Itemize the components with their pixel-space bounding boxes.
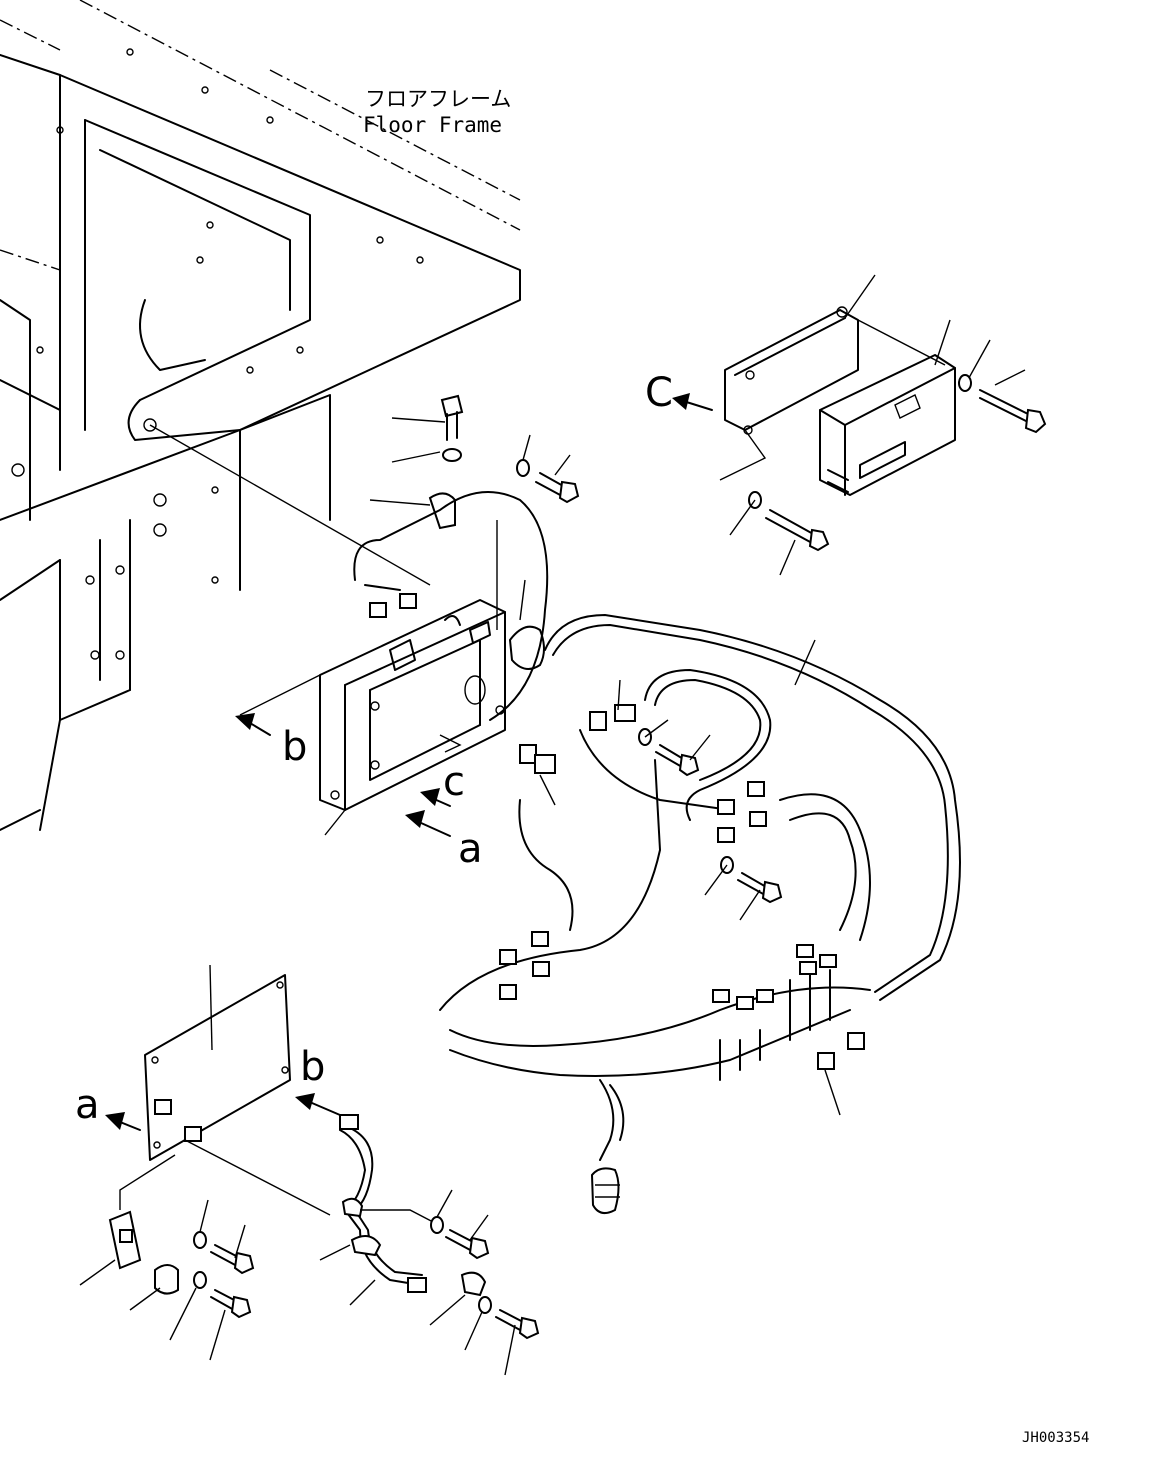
view-arrow-label-b-panel: b bbox=[300, 1044, 325, 1090]
connector-icon bbox=[799, 961, 817, 975]
washer-icon bbox=[478, 1296, 492, 1314]
connector-icon bbox=[499, 949, 517, 965]
connector-icon bbox=[717, 827, 735, 843]
connector-icon bbox=[717, 799, 735, 815]
connector-icon bbox=[154, 1099, 172, 1115]
controller-unit bbox=[724, 306, 956, 496]
connector-icon bbox=[614, 704, 636, 722]
bolt-icon bbox=[445, 1229, 490, 1260]
wire-harness bbox=[439, 614, 961, 1161]
clamp-icon bbox=[350, 1235, 382, 1257]
bolt-icon bbox=[210, 1244, 255, 1275]
connector-icon bbox=[499, 984, 517, 1000]
washer-icon bbox=[193, 1271, 207, 1289]
view-arrow-label-c: C bbox=[645, 370, 673, 416]
connector-icon bbox=[819, 954, 837, 968]
connector-icon bbox=[796, 944, 814, 958]
washer-icon bbox=[958, 374, 972, 392]
bolt-icon bbox=[440, 394, 464, 441]
washer-icon bbox=[516, 459, 530, 477]
view-arrow-label-c-lower: c bbox=[443, 759, 465, 805]
connector-icon bbox=[407, 1277, 427, 1293]
connector-icon bbox=[369, 602, 387, 618]
connector-icon bbox=[339, 1114, 359, 1130]
cover-panel bbox=[144, 974, 291, 1161]
clamp-icon bbox=[428, 492, 456, 530]
view-arrow-label-a: a bbox=[458, 826, 483, 872]
connector-icon bbox=[119, 1229, 133, 1243]
relay-box bbox=[319, 599, 506, 811]
connector-icon bbox=[534, 754, 556, 774]
connector-icon bbox=[399, 593, 417, 609]
harness-connectors bbox=[499, 704, 865, 1070]
bolt-icon bbox=[535, 472, 580, 504]
connector-icon bbox=[531, 931, 549, 947]
bolt-icon bbox=[765, 509, 830, 552]
washer-icon bbox=[442, 448, 462, 462]
connector-icon bbox=[817, 1052, 835, 1070]
connector-icon bbox=[712, 989, 730, 1003]
connector-icon bbox=[532, 961, 550, 977]
connector-icon bbox=[589, 711, 607, 731]
floor-frame-label-en: Floor Frame bbox=[363, 113, 502, 137]
connector-icon bbox=[747, 781, 765, 797]
clamp-icon bbox=[341, 1197, 364, 1218]
bolt-icon bbox=[979, 389, 1047, 434]
connector-icon bbox=[756, 989, 774, 1003]
connector-icon bbox=[847, 1032, 865, 1050]
clamp-icon bbox=[460, 1271, 487, 1297]
connector-icon bbox=[184, 1126, 202, 1142]
clamp-icon bbox=[154, 1264, 179, 1295]
view-arrow-label-a-panel: a bbox=[75, 1082, 100, 1128]
washer-icon bbox=[193, 1231, 207, 1249]
floor-frame bbox=[0, 0, 521, 831]
bolt-icon bbox=[495, 1309, 540, 1340]
connector-icon bbox=[749, 811, 767, 827]
connector-icon bbox=[519, 744, 537, 764]
floor-frame-label-jp: フロアフレーム bbox=[365, 87, 511, 111]
washer-icon bbox=[430, 1216, 444, 1234]
view-arrow-label-b: b bbox=[282, 724, 307, 770]
drawing-id: JH003354 bbox=[1022, 1430, 1089, 1446]
connector-icon bbox=[736, 996, 754, 1010]
bolt-icon bbox=[210, 1289, 252, 1319]
bolt-icon bbox=[737, 872, 783, 904]
grommet-icon bbox=[590, 1167, 620, 1215]
bolt-icon bbox=[655, 744, 700, 777]
